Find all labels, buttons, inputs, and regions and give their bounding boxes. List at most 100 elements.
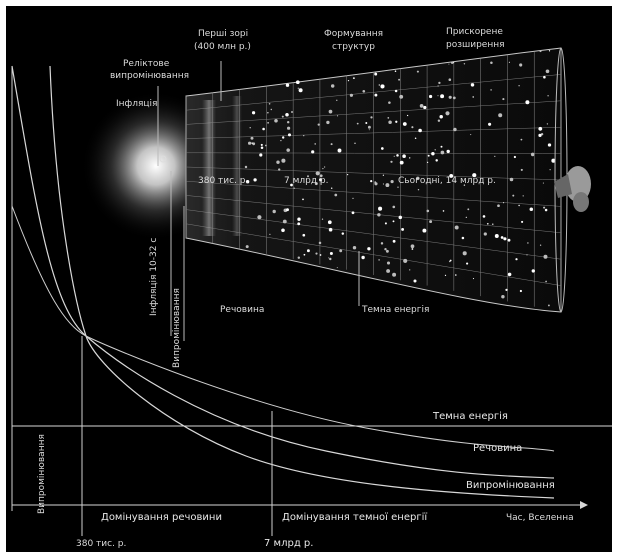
galaxy-dot <box>245 179 250 184</box>
galaxy-dot <box>293 187 295 189</box>
galaxy-dot <box>438 81 441 85</box>
tick-380k: 380 тис. р. <box>76 539 126 549</box>
galaxy-dot <box>252 142 256 146</box>
galaxy-dot <box>330 143 333 146</box>
galaxy-dot <box>539 50 542 53</box>
galaxy-dot <box>403 258 408 263</box>
galaxy-dot <box>339 249 343 253</box>
galaxy-dot <box>530 152 535 157</box>
galaxy-dot <box>416 176 420 181</box>
label-today: Сьогодні, 14 млрд р. <box>398 176 496 186</box>
galaxy-dot <box>281 115 284 118</box>
galaxy-dot <box>385 183 390 188</box>
galaxy-dot <box>269 233 271 236</box>
cone-grid-line <box>185 223 562 286</box>
galaxy-dot <box>396 154 399 157</box>
galaxy-dot <box>272 209 276 214</box>
galaxy-dot <box>522 195 524 197</box>
galaxy-dot <box>463 184 466 186</box>
galaxy-dot <box>452 96 456 100</box>
galaxy-dot <box>546 123 549 125</box>
galaxy-dot <box>382 174 385 176</box>
galaxy-dot <box>413 279 417 283</box>
galaxy-dot <box>282 136 285 139</box>
galaxy-dot <box>466 262 469 265</box>
galaxy-dot <box>449 173 454 178</box>
galaxy-dot <box>448 260 451 263</box>
galaxy-dot <box>306 249 310 253</box>
galaxy-dot <box>472 96 474 98</box>
galaxy-dot <box>547 304 550 307</box>
cone-grid-line <box>185 166 562 181</box>
galaxy-dot <box>486 222 489 225</box>
galaxy-dot <box>505 288 508 292</box>
galaxy-dot <box>448 78 452 81</box>
galaxy-dot <box>280 139 282 142</box>
label-relic-1: Реліктове <box>123 59 170 69</box>
galaxy-dot <box>341 232 345 235</box>
cone-grid-line <box>185 74 562 111</box>
era-matter: Домінування речовини <box>101 511 222 523</box>
galaxy-dot <box>352 77 355 80</box>
galaxy-dot <box>488 122 492 126</box>
curve-matter <box>11 205 555 452</box>
galaxy-dot <box>303 135 305 137</box>
galaxy-dot <box>295 80 300 85</box>
galaxy-dot <box>387 117 390 119</box>
galaxy-dot <box>302 198 304 201</box>
galaxy-dot <box>329 257 332 261</box>
galaxy-dot <box>287 133 292 137</box>
galaxy-dot <box>545 69 550 74</box>
galaxy-dot <box>418 128 422 133</box>
galaxy-dot <box>352 197 354 200</box>
galaxy-dot <box>417 189 420 191</box>
galaxy-dot <box>244 165 248 169</box>
galaxy-dot <box>388 101 391 104</box>
galaxy-dot <box>429 220 433 224</box>
galaxy-dot <box>278 168 281 171</box>
galaxy-dot <box>520 138 523 141</box>
galaxy-dot <box>547 143 552 147</box>
galaxy-dot <box>414 137 417 139</box>
galaxy-dot <box>323 166 326 168</box>
galaxy-dot <box>494 155 496 158</box>
galaxy-dot <box>307 175 309 178</box>
galaxy-dot <box>330 187 333 189</box>
label-structure-2: структур <box>332 42 375 52</box>
galaxy-dot <box>463 63 466 65</box>
galaxy-dot <box>398 215 403 220</box>
galaxy-dot <box>303 253 306 256</box>
universe-timeline-diagram: Перші зорі (400 млн р.) Формування струк… <box>6 6 612 552</box>
curve-matter-steep <box>49 65 555 499</box>
galaxy-dot <box>318 241 322 245</box>
galaxy-dot <box>361 255 365 260</box>
galaxy-dot <box>429 94 433 99</box>
galaxy-dot <box>245 245 249 249</box>
galaxy-dot <box>394 70 397 72</box>
x-axis-arrow-icon <box>580 501 588 509</box>
galaxy-dot <box>490 61 493 65</box>
galaxy-dot <box>437 95 439 97</box>
galaxy-dot <box>268 103 271 105</box>
galaxy-dot <box>311 150 315 154</box>
galaxy-dot <box>270 108 273 111</box>
galaxy-dot <box>297 87 299 89</box>
galaxy-dot <box>402 154 406 158</box>
galaxy-dot <box>450 61 454 64</box>
galaxy-dot <box>543 254 548 259</box>
galaxy-dot <box>385 249 389 253</box>
galaxy-dot <box>402 122 407 126</box>
galaxy-dot <box>437 85 439 87</box>
galaxy-dot <box>507 272 512 277</box>
cone-grid-line <box>185 209 562 260</box>
galaxy-dot <box>314 182 318 186</box>
galaxy-dot <box>374 72 378 76</box>
galaxy-dot <box>380 147 384 150</box>
galaxy-dot <box>319 174 323 178</box>
galaxy-dot <box>445 111 450 116</box>
galaxy-dot <box>276 160 280 164</box>
curve-radiation <box>11 65 555 479</box>
galaxy-dot <box>337 148 342 153</box>
galaxy-dot <box>395 120 398 123</box>
galaxy-dot <box>551 158 556 163</box>
